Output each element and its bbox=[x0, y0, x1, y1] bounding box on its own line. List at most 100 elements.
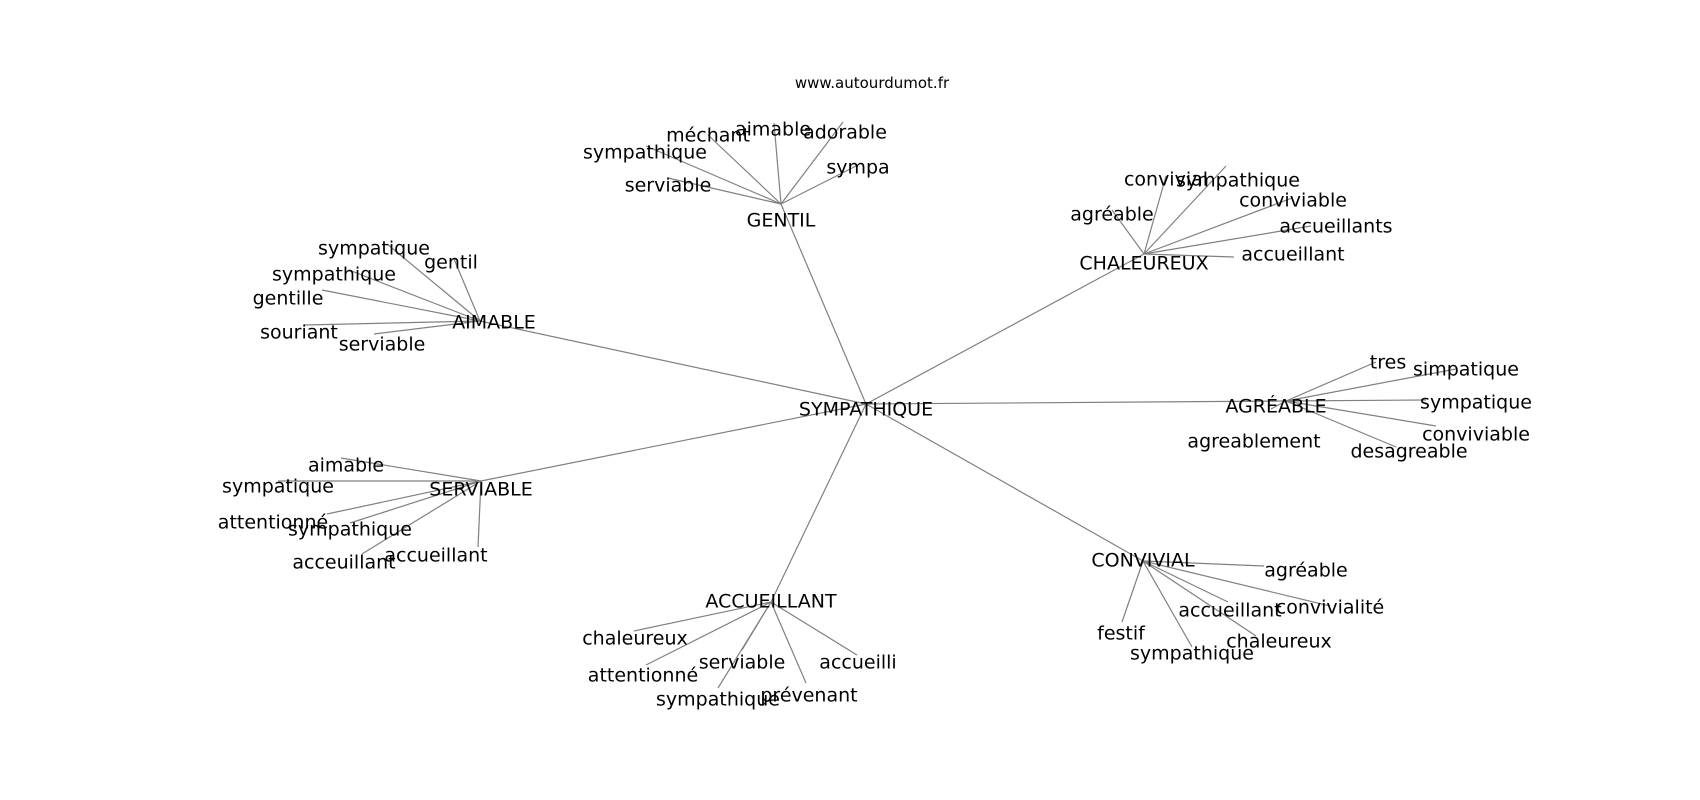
leaf-edge bbox=[349, 480, 482, 524]
leaf-edge bbox=[773, 122, 782, 205]
graph-labels: méchantaimableadorablesympathiqueserviab… bbox=[218, 119, 1532, 711]
leaf-word-label: agreablement bbox=[1187, 431, 1320, 453]
leaf-word-label: sympathique bbox=[272, 264, 396, 286]
center-word-label: SYMPATHIQUE bbox=[799, 399, 933, 421]
leaf-edge bbox=[645, 145, 782, 205]
hub-word-label: GENTIL bbox=[747, 210, 816, 232]
leaf-edge bbox=[303, 320, 481, 326]
leaf-word-label: accueillant bbox=[1178, 600, 1281, 622]
leaf-word-label: gentil bbox=[424, 252, 478, 274]
leaf-word-label: attentionné bbox=[218, 512, 328, 534]
leaf-edge bbox=[1285, 400, 1397, 448]
hub-word-label: CHALEUREUX bbox=[1079, 253, 1208, 275]
leaf-edge bbox=[1143, 197, 1293, 255]
leaf-word-label: desagreable bbox=[1350, 441, 1467, 463]
leaf-edge bbox=[1142, 560, 1193, 648]
graph-edges bbox=[278, 121, 1457, 689]
hub-word-label: CONVIVIAL bbox=[1091, 550, 1195, 572]
leaf-edge bbox=[321, 289, 481, 322]
leaf-word-label: chaleureux bbox=[582, 628, 688, 650]
leaf-word-label: convivial bbox=[1124, 169, 1208, 191]
hub-edge bbox=[780, 203, 867, 405]
leaf-word-label: sympathique bbox=[656, 689, 780, 711]
leaf-word-label: agréable bbox=[1264, 560, 1347, 582]
leaf-word-label: aimable bbox=[308, 455, 384, 477]
leaf-word-label: serviable bbox=[699, 652, 786, 674]
leaf-word-label: accueillants bbox=[1279, 216, 1392, 238]
leaf-edge bbox=[1142, 560, 1265, 567]
leaf-word-label: sympatique bbox=[1420, 392, 1532, 414]
leaf-word-label: agréable bbox=[1070, 204, 1153, 226]
leaf-word-label: conviviable bbox=[1422, 424, 1530, 446]
leaf-word-label: attentionné bbox=[588, 665, 698, 687]
leaf-edge bbox=[1142, 560, 1257, 637]
leaf-edge bbox=[633, 601, 772, 632]
leaf-word-label: accueillant bbox=[1241, 244, 1344, 266]
hub-word-label: ACCUEILLANT bbox=[705, 591, 837, 613]
leaf-word-label: tres bbox=[1370, 352, 1406, 374]
hub-edge bbox=[865, 253, 1145, 405]
leaf-edge bbox=[780, 121, 844, 205]
hub-edge bbox=[479, 320, 867, 405]
leaf-word-label: prévenant bbox=[760, 685, 857, 707]
leaf-word-label: simpatique bbox=[1413, 359, 1519, 381]
leaf-word-label: méchant bbox=[666, 125, 750, 147]
leaf-word-label: serviable bbox=[625, 175, 712, 197]
leaf-edge bbox=[1111, 209, 1145, 255]
hub-word-label: AGRÉABLE bbox=[1225, 395, 1326, 418]
leaf-edge bbox=[1143, 175, 1167, 255]
hub-edge bbox=[770, 403, 867, 603]
hub-edge bbox=[865, 403, 1144, 562]
leaf-edge bbox=[361, 480, 482, 555]
leaf-word-label: adorable bbox=[803, 122, 887, 144]
hub-edge bbox=[480, 403, 867, 482]
leaf-edge bbox=[1121, 560, 1144, 623]
leaf-edge bbox=[1142, 560, 1229, 603]
leaf-edge bbox=[326, 480, 482, 515]
leaf-edge bbox=[1285, 361, 1377, 402]
leaf-word-label: souriant bbox=[260, 322, 338, 344]
leaf-edge bbox=[780, 164, 859, 205]
leaf-edge bbox=[667, 177, 782, 205]
leaf-edge bbox=[707, 134, 782, 205]
leaf-edge bbox=[1285, 399, 1427, 402]
leaf-word-label: accueilli bbox=[819, 652, 896, 674]
leaf-edge bbox=[770, 601, 858, 656]
leaf-edge bbox=[645, 601, 772, 666]
leaf-edge bbox=[1143, 253, 1235, 258]
leaf-word-label: gentille bbox=[253, 288, 324, 310]
leaf-edge bbox=[386, 243, 481, 322]
leaf-edge bbox=[1143, 165, 1227, 255]
leaf-edge bbox=[1285, 368, 1457, 402]
leaf-word-label: chaleureux bbox=[1226, 631, 1332, 653]
leaf-edge bbox=[1143, 225, 1312, 255]
leaf-word-label: sympa bbox=[826, 157, 889, 179]
leaf-word-label: sympathique bbox=[1130, 643, 1254, 665]
leaf-word-label: sympatique bbox=[222, 476, 334, 498]
leaf-word-label: festif bbox=[1097, 623, 1146, 645]
leaf-edge bbox=[348, 269, 481, 322]
leaf-word-label: aimable bbox=[735, 119, 811, 141]
leaf-edge bbox=[770, 601, 807, 684]
leaf-edge bbox=[1270, 400, 1287, 410]
leaf-edge bbox=[1285, 400, 1437, 427]
leaf-edge bbox=[340, 457, 482, 482]
leaf-word-label: conviviable bbox=[1239, 190, 1347, 212]
leaf-edge bbox=[453, 258, 481, 322]
leaf-word-label: sympathique bbox=[1176, 170, 1300, 192]
leaf-word-label: acceuillant bbox=[292, 552, 395, 574]
leaf-word-label: serviable bbox=[339, 334, 426, 356]
leaf-word-label: sympathique bbox=[288, 519, 412, 541]
leaf-word-label: accueillant bbox=[384, 545, 487, 567]
hub-word-label: SERVIABLE bbox=[429, 479, 532, 501]
leaf-word-label: convivialité bbox=[1276, 597, 1385, 619]
leaf-edge bbox=[373, 320, 481, 335]
source-url: www.autourdumot.fr bbox=[795, 74, 950, 92]
hub-word-label: AIMABLE bbox=[452, 312, 536, 334]
leaf-edge bbox=[717, 601, 772, 689]
leaf-word-label: sympathique bbox=[583, 142, 707, 164]
leaf-edge bbox=[1142, 560, 1331, 607]
hub-edge bbox=[865, 400, 1287, 405]
leaf-edge bbox=[477, 480, 482, 548]
